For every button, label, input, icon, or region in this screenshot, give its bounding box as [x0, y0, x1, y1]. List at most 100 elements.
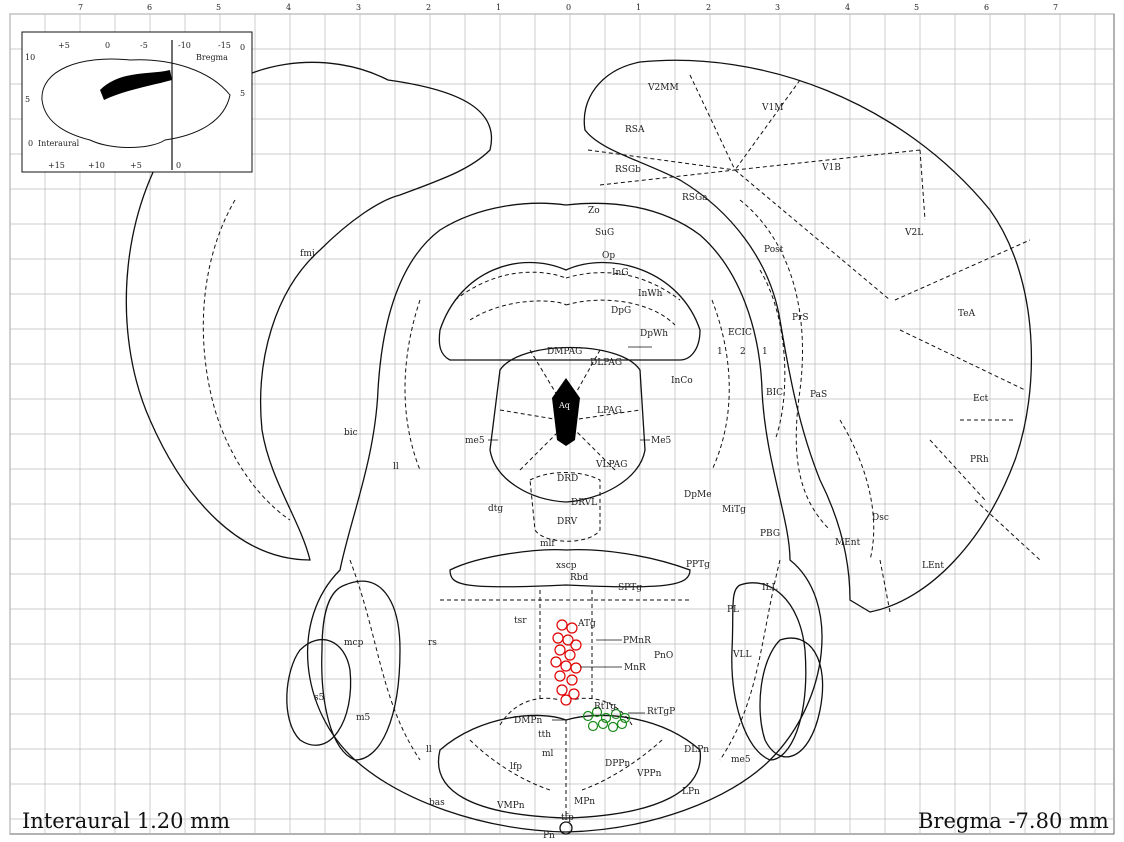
inset-bregma-label: Bregma	[196, 53, 228, 62]
label-pas: PaS	[810, 390, 827, 400]
inset-left-tick: 10	[25, 53, 35, 62]
label-dmpn: DMPn	[514, 716, 542, 726]
inset-bottom-tick: +10	[88, 161, 105, 170]
sagittal-inset: +5 0 -5 -10 -15 +15 +10 +5 0 10 5 0 5 Br…	[22, 32, 252, 172]
label-me5-right-lower: me5	[731, 755, 751, 765]
label-post: Post	[764, 245, 784, 255]
label-drv: DRV	[557, 517, 578, 527]
label-dlpn: DLPn	[684, 745, 709, 755]
label-pno: PnO	[654, 651, 673, 661]
label-dpg: DpG	[611, 306, 631, 316]
label-lfp: lfp	[510, 762, 522, 772]
inset-bottom-tick: 0	[176, 161, 181, 170]
label-rbd: Rbd	[570, 573, 589, 583]
label-dtg: dtg	[488, 504, 503, 514]
label-ect: Ect	[973, 394, 989, 404]
top-tick-5-left: 5	[216, 3, 221, 12]
label-dpme: DpMe	[684, 490, 712, 500]
label-inwh: InWh	[638, 289, 663, 299]
label-vmpn: VMPn	[496, 801, 525, 811]
label-lent: LEnt	[922, 561, 944, 571]
label-pptg: PPTg	[686, 560, 710, 570]
label-ll-upper: ll	[393, 462, 399, 472]
label-mcp: mcp	[344, 638, 364, 648]
label-dmpag: DMPAG	[547, 347, 582, 357]
label-rttgp: RtTgP	[647, 707, 675, 717]
label-sptg: SPTg	[618, 583, 642, 593]
label-bas: bas	[429, 798, 445, 808]
label-dlpag: DLPAG	[590, 358, 622, 368]
label-pl: PL	[727, 605, 739, 615]
label-dsc: Dsc	[872, 513, 889, 523]
label-rsga: RSGa	[682, 193, 708, 203]
inset-left-tick: 5	[25, 95, 30, 104]
label-pbg: PBG	[760, 529, 780, 539]
top-tick-4-right: 4	[845, 3, 850, 12]
label-zo: Zo	[588, 206, 600, 216]
inset-right-tick: 5	[240, 89, 245, 98]
top-tick-5-right: 5	[914, 3, 919, 12]
interaural-caption: Interaural 1.20 mm	[22, 809, 230, 833]
label-mlf: mlf	[540, 539, 555, 549]
label-op: Op	[602, 251, 615, 261]
label-v2mm: V2MM	[647, 83, 679, 93]
inset-top-tick: -10	[178, 41, 191, 50]
label-rttg: RtTg	[594, 702, 616, 712]
label-tfp: tfp	[561, 813, 574, 823]
label-mpn: MPn	[574, 797, 595, 807]
top-tick-2-right: 2	[706, 3, 711, 12]
inset-top-tick: -15	[218, 41, 231, 50]
label-mnr: MnR	[624, 663, 646, 673]
label-drvl: DRVL	[571, 498, 597, 508]
label-v1b: V1B	[821, 163, 841, 173]
label-me5-right-upper: Me5	[651, 436, 672, 446]
inset-interaural-label: Interaural	[38, 139, 80, 148]
top-tick-3-left: 3	[356, 3, 361, 12]
label-ecic-2: 2	[740, 347, 746, 357]
label-s5: s5	[314, 693, 325, 703]
label-dppn: DPPn	[605, 759, 630, 769]
inset-top-tick: -5	[140, 41, 148, 50]
label-xscp: xscp	[556, 561, 577, 571]
label-inco: InCo	[671, 376, 693, 386]
label-aq: Aq	[558, 401, 570, 410]
label-prs: PrS	[792, 313, 809, 323]
top-tick-0: 0	[566, 3, 571, 12]
bregma-caption: Bregma -7.80 mm	[918, 809, 1109, 833]
top-tick-4-left: 4	[286, 3, 291, 12]
label-fmj: fmj	[300, 249, 315, 259]
top-tick-7-right: 7	[1053, 3, 1058, 12]
label-mitg: MiTg	[722, 505, 746, 515]
label-sug: SuG	[595, 228, 614, 238]
label-lpag: LPAG	[597, 406, 622, 416]
top-tick-3-right: 3	[775, 3, 780, 12]
label-vll: VLL	[732, 650, 751, 660]
label-dpwh: DpWh	[640, 329, 668, 339]
label-rsa: RSA	[625, 125, 645, 135]
label-tsr: tsr	[514, 616, 527, 626]
label-me5-left: me5	[465, 436, 485, 446]
label-ment: MEnt	[835, 538, 861, 548]
label-vppn: VPPn	[636, 769, 662, 779]
label-atg: ATg	[577, 619, 596, 629]
label-rsgb: RSGb	[615, 165, 641, 175]
inset-interaural-zero: 0	[28, 139, 33, 148]
inset-bottom-tick: +5	[130, 161, 142, 170]
top-tick-7-left: 7	[78, 3, 83, 12]
label-drd: DRD	[557, 474, 578, 484]
top-tick-6-left: 6	[147, 3, 152, 12]
label-ecic-1b: 1	[762, 347, 768, 357]
label-pmnr: PMnR	[623, 636, 651, 646]
label-ing: InG	[612, 268, 629, 278]
label-ll-lower: ll	[426, 745, 432, 755]
label-ecic: ECIC	[728, 328, 752, 338]
top-axis: 7 6 5 4 3 2 1 0 1 2 3 4 5 6 7	[78, 3, 1058, 12]
label-tth: tth	[538, 730, 551, 740]
inset-top-tick: +5	[58, 41, 70, 50]
label-rs: rs	[428, 638, 437, 648]
label-pn: Pn	[543, 831, 555, 841]
label-v2l: V2L	[904, 228, 923, 238]
top-tick-1-left: 1	[496, 3, 501, 12]
top-tick-6-right: 6	[984, 3, 989, 12]
